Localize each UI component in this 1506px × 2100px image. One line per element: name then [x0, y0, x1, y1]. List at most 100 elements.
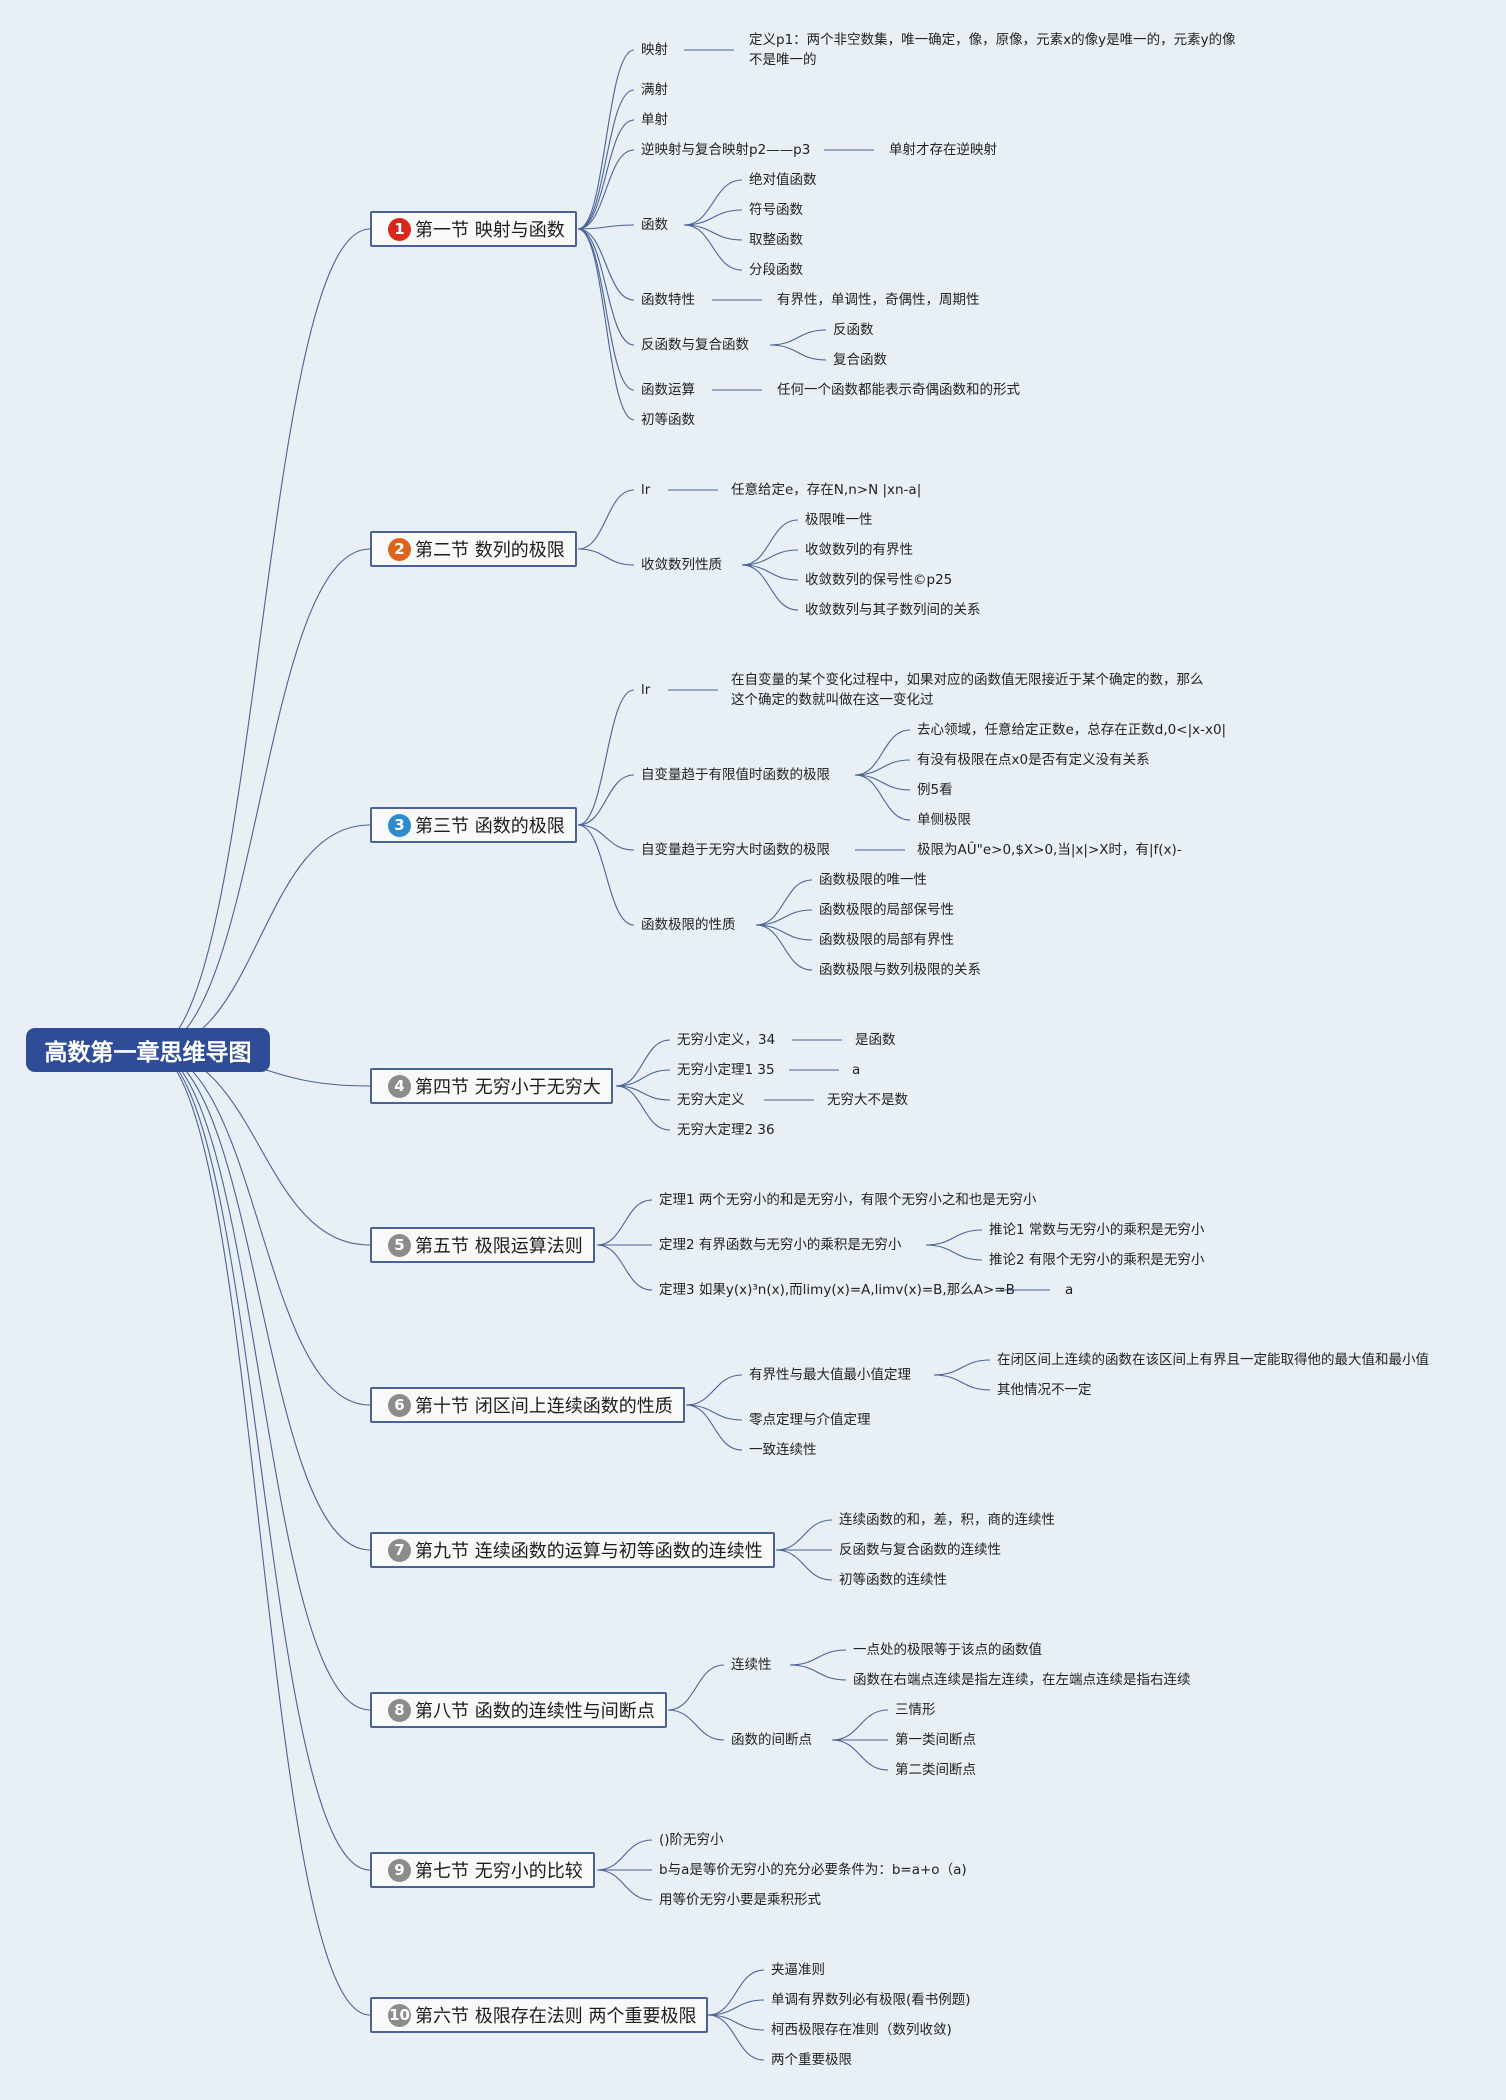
s2-youjie-node[interactable]: 收敛数列的有界性 — [805, 542, 913, 558]
s3-xingzhi-node[interactable]: 函数极限的性质 — [641, 917, 736, 933]
s8-lianxu-1-node[interactable]: 一点处的极限等于该点的函数值 — [853, 1642, 1042, 1658]
s3-youmeiyou-node[interactable]: 有没有极限在点x0是否有定义没有关系 — [917, 752, 1150, 768]
number-badge-icon: 7 — [388, 1538, 411, 1562]
s4-xiao-def-note[interactable]: 是函数 — [855, 1032, 896, 1048]
s7-he-node[interactable]: 连续函数的和，差，积，商的连续性 — [839, 1512, 1055, 1528]
s3-weiyi-node[interactable]: 函数极限的唯一性 — [819, 872, 927, 888]
number-badge-icon: 4 — [388, 1074, 411, 1098]
s1-hanshu-node[interactable]: 函数 — [641, 217, 668, 233]
section-title: 第七节 无穷小的比较 — [415, 1861, 583, 1882]
s8-di1-node[interactable]: 第一类间断点 — [895, 1732, 976, 1748]
s1-yunsuan-node[interactable]: 函数运算 — [641, 382, 695, 398]
s1-danshe-node[interactable]: 单射 — [641, 112, 668, 128]
s3-wuqiong-note[interactable]: 极限为AÛ"e>0,$X>0,当|x|>X时，有|f(x)- — [917, 842, 1182, 858]
s3-youxian-node[interactable]: 自变量趋于有限值时函数的极限 — [641, 767, 830, 783]
connector-line — [831, 1709, 889, 1741]
s1-manshe-node[interactable]: 满射 — [641, 82, 668, 98]
s8-lianxu-node[interactable]: 连续性 — [731, 1657, 772, 1673]
s6-lingdian-node[interactable]: 零点定理与介值定理 — [749, 1412, 871, 1428]
s1-definition-line2[interactable]: 不是唯一的 — [749, 52, 817, 68]
s1-fuhe-node[interactable]: 复合函数 — [833, 352, 887, 368]
s5-t3-note[interactable]: a — [1065, 1282, 1074, 1298]
s10-kexi-node[interactable]: 柯西极限存在准则（数列收敛) — [771, 2022, 952, 2038]
s2-weiyi-node[interactable]: 极限唯一性 — [805, 512, 873, 528]
s6-zuizhi-node[interactable]: 有界性与最大值最小值定理 — [749, 1367, 911, 1383]
connector-line — [615, 1085, 671, 1131]
s10-jiabi-node[interactable]: 夹逼准则 — [771, 1962, 825, 1978]
s2-lr-note[interactable]: 任意给定e，存在N,n>N |xn-a| — [731, 482, 922, 498]
s4-xiao-thm-node[interactable]: 无穷小定理1 35 — [677, 1062, 775, 1078]
s1-definition-line1[interactable]: 定义p1：两个非空数集，唯一确定，像，原像，元素x的像y是唯一的，元素y的像 — [749, 32, 1236, 48]
s3-dance-node[interactable]: 单侧极限 — [917, 812, 971, 828]
s8-di2-node[interactable]: 第二类间断点 — [895, 1762, 976, 1778]
s2-baohao-node[interactable]: 收敛数列的保号性©p25 — [805, 572, 953, 588]
s10-dandiao-node[interactable]: 单调有界数列必有极限(看书例题) — [771, 1992, 971, 2008]
s5-c1-node[interactable]: 推论1 常数与无穷小的乘积是无穷小 — [989, 1222, 1205, 1238]
connector-line — [577, 228, 635, 346]
s7-fan-node[interactable]: 反函数与复合函数的连续性 — [839, 1542, 1001, 1558]
connector-line — [667, 1709, 725, 1741]
s9-jie-node[interactable]: ()阶无穷小 — [659, 1832, 724, 1848]
s4-da-thm-node[interactable]: 无穷大定理2 36 — [677, 1122, 775, 1138]
s3-lr-line1[interactable]: 在自变量的某个变化过程中，如果对应的函数值无限接近于某个确定的数，那么 — [731, 672, 1204, 688]
s6-zuizhi-2-node[interactable]: 其他情况不一定 — [997, 1382, 1092, 1398]
s1-yingshe-node[interactable]: 映射 — [641, 42, 668, 58]
number-badge-icon: 5 — [388, 1233, 411, 1257]
s9-chengji-node[interactable]: 用等价无穷小要是乘积形式 — [659, 1892, 821, 1908]
s1-fan-node[interactable]: 反函数 — [833, 322, 874, 338]
s3-li5-node[interactable]: 例5看 — [917, 782, 953, 798]
s4-xiao-def-node[interactable]: 无穷小定义，34 — [677, 1032, 776, 1048]
s1-quzheng-node[interactable]: 取整函数 — [749, 232, 803, 248]
s3-lr-line2[interactable]: 这个确定的数就叫做在这一变化过 — [731, 692, 934, 708]
s9-dengjia-node[interactable]: b与a是等价无穷小的充分必要条件为：b=a+o（a) — [659, 1862, 967, 1878]
s1-niying-node[interactable]: 逆映射与复合映射p2——p3 — [641, 142, 811, 158]
s8-jianduan-node[interactable]: 函数的间断点 — [731, 1732, 812, 1748]
s3-quxin-node[interactable]: 去心领域，任意给定正数e，总存在正数d,0<|x-x0| — [917, 722, 1227, 738]
s4-da-def-note[interactable]: 无穷大不是数 — [827, 1092, 908, 1108]
s2-xingzhi-node[interactable]: 收敛数列性质 — [641, 557, 722, 573]
s1-yunsuan-note[interactable]: 任何一个函数都能表示奇偶函数和的形式 — [777, 382, 1020, 398]
s6-yizhi-node[interactable]: 一致连续性 — [749, 1442, 817, 1458]
s5-t1-node[interactable]: 定理1 两个无穷小的和是无穷小，有限个无穷小之和也是无穷小 — [659, 1192, 1037, 1208]
connector-line — [685, 1404, 743, 1451]
s4-da-def-node[interactable]: 无穷大定义 — [677, 1092, 745, 1108]
s6-zuizhi-1-node[interactable]: 在闭区间上连续的函数在该区间上有界且一定能取得他的最大值和最小值 — [997, 1352, 1429, 1368]
s1-jueduizhi-node[interactable]: 绝对值函数 — [749, 172, 817, 188]
s2-zishulie-node[interactable]: 收敛数列与其子数列间的关系 — [805, 602, 981, 618]
s3-youjie-node[interactable]: 函数极限的局部有界性 — [819, 932, 954, 948]
section-title: 第八节 函数的连续性与间断点 — [415, 1701, 655, 1722]
s5-c2-node[interactable]: 推论2 有限个无穷小的乘积是无穷小 — [989, 1252, 1205, 1268]
s8-san-node[interactable]: 三情形 — [895, 1702, 936, 1718]
s10-liangge-node[interactable]: 两个重要极限 — [771, 2052, 852, 2068]
s3-wuqiong-node[interactable]: 自变量趋于无穷大时函数的极限 — [641, 842, 830, 858]
s1-fenduan-node[interactable]: 分段函数 — [749, 262, 803, 278]
s1-fanfuhe-node[interactable]: 反函数与复合函数 — [641, 337, 749, 353]
s1-niying-note[interactable]: 单射才存在逆映射 — [889, 142, 997, 158]
s3-guanxi-node[interactable]: 函数极限与数列极限的关系 — [819, 962, 981, 978]
s3-lr-node[interactable]: lr — [641, 682, 651, 698]
s3-baohao-node[interactable]: 函数极限的局部保号性 — [819, 902, 954, 918]
s4-xiao-thm-note[interactable]: a — [852, 1062, 861, 1078]
connector-line — [615, 1085, 671, 1101]
s1-texing-note[interactable]: 有界性，单调性，奇偶性，周期性 — [777, 292, 980, 308]
s1-chudeng-node[interactable]: 初等函数 — [641, 412, 695, 428]
root-topic[interactable]: 高数第一章思维导图 — [26, 1028, 270, 1072]
s1-fuhao-node[interactable]: 符号函数 — [749, 202, 803, 218]
s1-texing-node[interactable]: 函数特性 — [641, 292, 695, 308]
s8-lianxu-2-node[interactable]: 函数在右端点连续是指左连续，在左端点连续是指右连续 — [853, 1672, 1191, 1688]
s7-chudeng-node[interactable]: 初等函数的连续性 — [839, 1572, 947, 1588]
s5-t2-node[interactable]: 定理2 有界函数与无穷小的乘积是无穷小 — [659, 1237, 902, 1253]
s5-t3-node[interactable]: 定理3 如果y(x)³n(x),而limy(x)=A,limv(x)=B,那么A… — [659, 1282, 1015, 1298]
s2-lr-node[interactable]: lr — [641, 482, 651, 498]
